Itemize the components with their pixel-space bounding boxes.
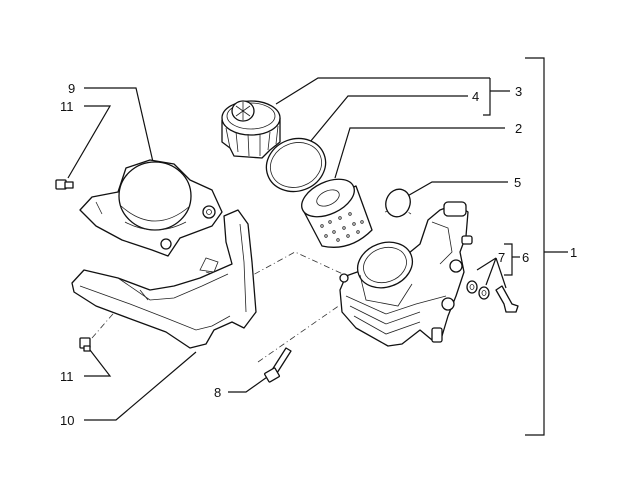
lower-shield (71, 209, 257, 349)
long-bolt (264, 347, 292, 383)
upper-cover (79, 159, 223, 257)
callout-9: 9 (68, 81, 75, 96)
callout-10: 10 (60, 413, 74, 428)
filter-element (301, 178, 373, 248)
callout-labels: 1 2 3 4 5 6 7 8 9 10 11 11 (60, 81, 577, 428)
o-ring (385, 188, 411, 218)
callout-7: 7 (498, 250, 505, 265)
callout-1: 1 (570, 245, 577, 260)
leader-lines (67, 57, 568, 436)
callout-3: 3 (515, 84, 522, 99)
callout-5: 5 (514, 175, 521, 190)
callout-11-bottom: 11 (60, 369, 74, 384)
screw-bottom (79, 337, 91, 352)
seal-washers-and-bolt (466, 280, 519, 313)
filter-housing (339, 201, 473, 347)
callout-11-top: 11 (60, 99, 74, 114)
callout-6: 6 (522, 250, 529, 265)
screw-top (55, 179, 74, 190)
filter-cap (221, 100, 281, 159)
callout-2: 2 (515, 121, 522, 136)
seal-ring (265, 137, 327, 193)
callout-4: 4 (472, 89, 479, 104)
callout-8: 8 (214, 385, 221, 400)
